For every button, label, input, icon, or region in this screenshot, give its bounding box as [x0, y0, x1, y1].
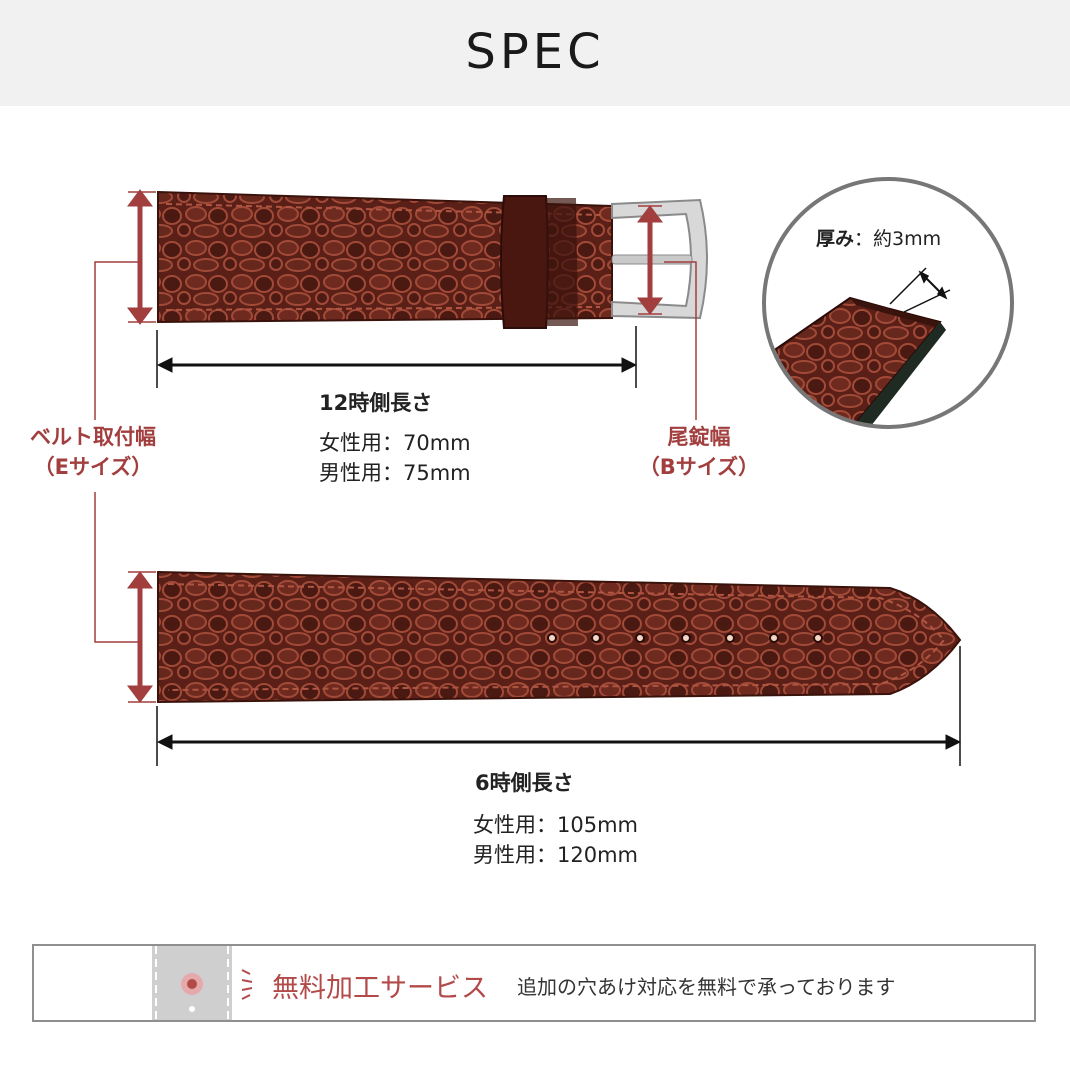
belt-width-size: （Eサイズ） [33, 455, 153, 479]
strap-holes [547, 633, 823, 643]
header-bar: SPEC [0, 0, 1070, 106]
leader-lines [94, 261, 697, 643]
top-strap [157, 190, 613, 329]
bottom-length-women: 女性用：105mm [473, 813, 638, 837]
thickness-label: 厚み：約3mm [816, 224, 941, 254]
thickness-value: ：約3mm [854, 228, 942, 250]
length-arrows [156, 326, 962, 766]
sparkle-lines-icon [241, 969, 253, 1000]
bottom-length-title: 6時側長さ [475, 771, 574, 795]
top-length-women: 女性用：70mm [319, 431, 471, 455]
width-arrows [127, 189, 663, 703]
top-length-men: 男性用：75mm [319, 461, 471, 485]
bottom-strap [157, 570, 962, 704]
keeper-loop [500, 195, 549, 329]
buckle-width-label: 尾錠幅 [667, 425, 731, 449]
banner-text: 追加の穴あけ対応を無料で承っております [517, 975, 896, 999]
thickness-detail [762, 177, 1014, 429]
top-length-title: 12時側長さ [319, 391, 433, 415]
buckle-width-size: （Bサイズ） [638, 455, 760, 479]
bottom-length-men: 男性用：120mm [473, 843, 638, 867]
belt-width-label: ベルト取付幅 [30, 425, 156, 449]
service-banner: 無料加工サービス 追加の穴あけ対応を無料で承っております [32, 944, 1036, 1022]
hole-punch-icon [152, 946, 232, 1020]
thickness-title: 厚み [816, 228, 855, 250]
page-title: SPEC [465, 24, 605, 80]
banner-title: 無料加工サービス [272, 973, 488, 1004]
